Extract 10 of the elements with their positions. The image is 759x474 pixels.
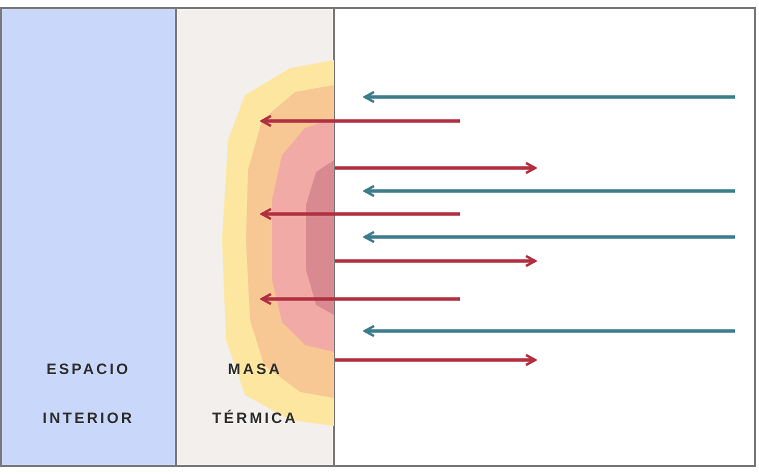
heat-arrow	[335, 162, 536, 174]
panel	[335, 7, 756, 467]
heat-arrow	[260, 208, 460, 220]
region-label: MASA TÉRMICA	[211, 360, 299, 429]
heat-arrow	[260, 114, 460, 128]
panel	[0, 7, 177, 467]
heat-arrow	[335, 354, 536, 366]
heat-arrow	[260, 292, 460, 306]
heat-arrow	[335, 254, 536, 268]
region-label: ESPACIO INTERIOR	[42, 360, 136, 429]
